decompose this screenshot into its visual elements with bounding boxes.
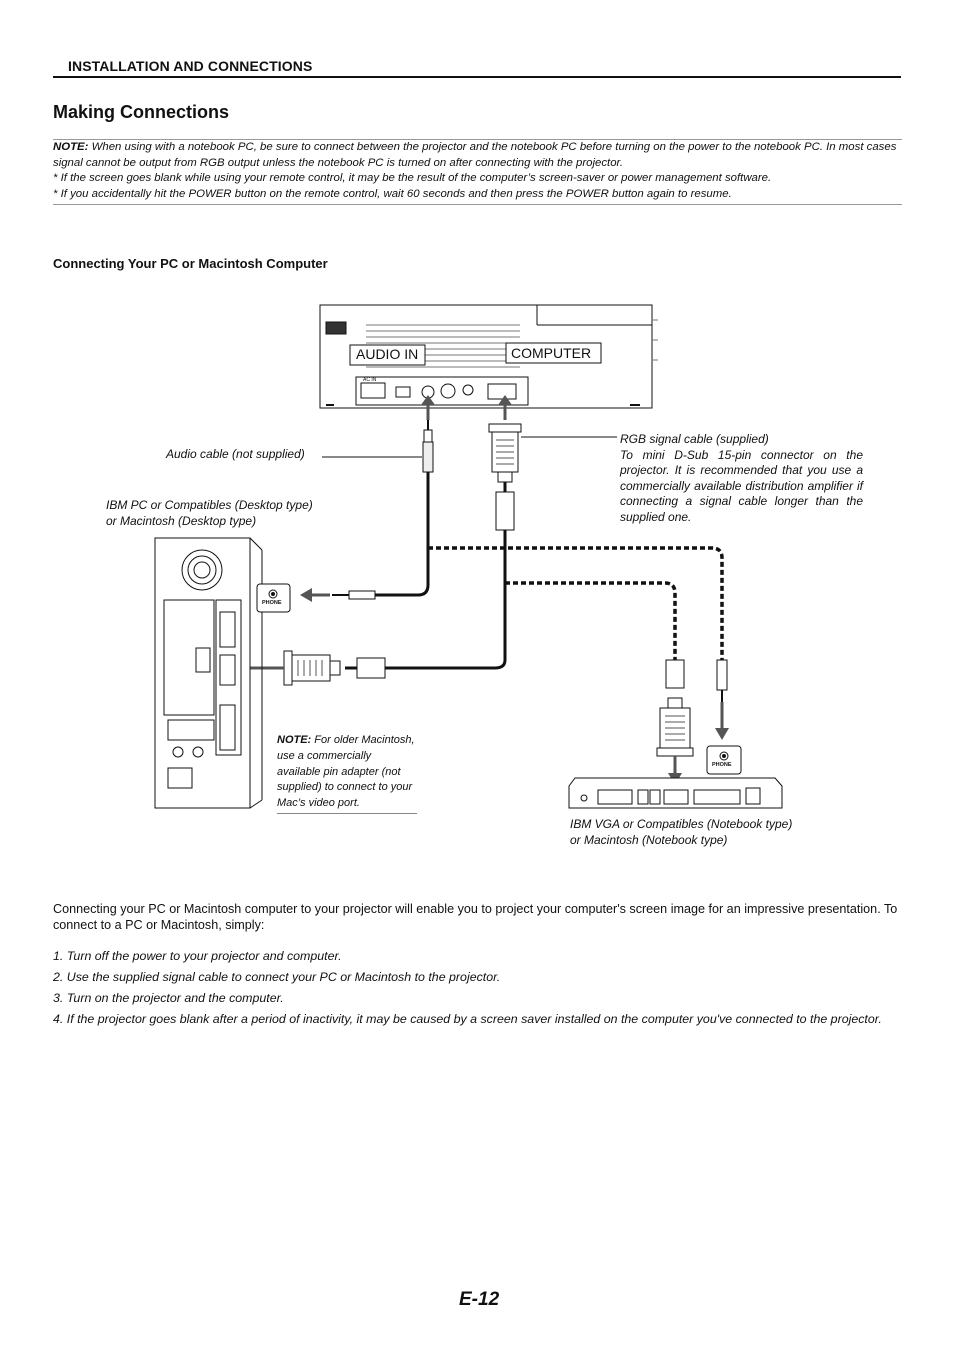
section-header: INSTALLATION AND CONNECTIONS [68,58,313,74]
dashed-cables [428,546,724,660]
notebook-audio-plug [716,659,728,702]
solid-cables [345,472,507,670]
page-title: Making Connections [53,102,230,122]
desktop-pc [154,537,263,809]
notebook-caption-line: IBM VGA or Compatibles (Notebook type) [570,817,793,831]
audio-cable-caption: Audio cable (not supplied) [166,447,305,461]
page-number: E-12 [459,1289,500,1310]
list-item: 2. Use the supplied signal cable to conn… [53,970,501,984]
notebook-vga-plug [656,659,694,757]
notebook-pc [568,777,783,809]
notebook-caption: IBM VGA or Compatibles (Notebook type) o… [570,817,792,848]
rgb-cable-title: RGB signal cable (supplied) [620,432,769,446]
note-bullet: * If you accidentally hit the POWER butt… [53,187,732,200]
list-item: 3. Turn on the projector and the compute… [53,991,284,1005]
list-item: 4. If the projector goes blank after a p… [53,1012,882,1026]
desktop-caption-line: or Macintosh (Desktop type) [106,513,257,528]
audio-in-label: AUDIO IN [356,346,419,362]
rgb-cable-desc: To mini D-Sub 15-pin connector on the pr… [620,447,863,524]
desktop-phone-jack [256,583,291,613]
audio-in-label-box [349,344,426,366]
rgb-connector-top [488,423,522,531]
steps-list: 1. Turn off the power to your projector … [53,949,923,1033]
desktop-caption: IBM PC or Compatibles (Desktop type) or … [106,498,313,529]
rgb-cable-caption: RGB signal cable (supplied) To mini D-Su… [620,432,863,525]
ac-in-label: AC IN [363,377,377,383]
computer-label-box [505,342,602,364]
mac-note-label: NOTE: [277,734,312,746]
list-item: 1. Turn off the power to your projector … [53,949,342,963]
desktop-vga-plug [283,650,386,686]
mac-note-text: For older Macintosh, use a commercially … [277,734,415,810]
projector-input-arrows [421,395,512,420]
intro-paragraph: Connecting your PC or Macintosh computer… [53,902,898,932]
notebook-phone-label: PHONE [712,762,732,768]
mac-note: NOTE: For older Macintosh, use a commerc… [277,733,417,814]
header-rule [53,76,901,78]
note-label: NOTE: [53,141,89,153]
audio-plug [422,420,434,473]
notebook-caption-line: or Macintosh (Notebook type) [570,832,728,847]
desktop-caption-line: IBM PC or Compatibles (Desktop type) [106,498,313,512]
note-bullet: * If the screen goes blank while using y… [53,172,772,184]
note-text: When using with a notebook PC, be sure t… [53,141,897,169]
desktop-audio-plug [332,590,376,600]
notebook-phone-jack [706,745,742,775]
note-box: NOTE: When using with a notebook PC, be … [53,139,902,205]
computer-label: COMPUTER [511,345,592,361]
desktop-phone-label: PHONE [262,600,282,606]
subheading: Connecting Your PC or Macintosh Computer [53,256,328,271]
note-paragraph: NOTE: When using with a notebook PC, be … [53,140,902,171]
